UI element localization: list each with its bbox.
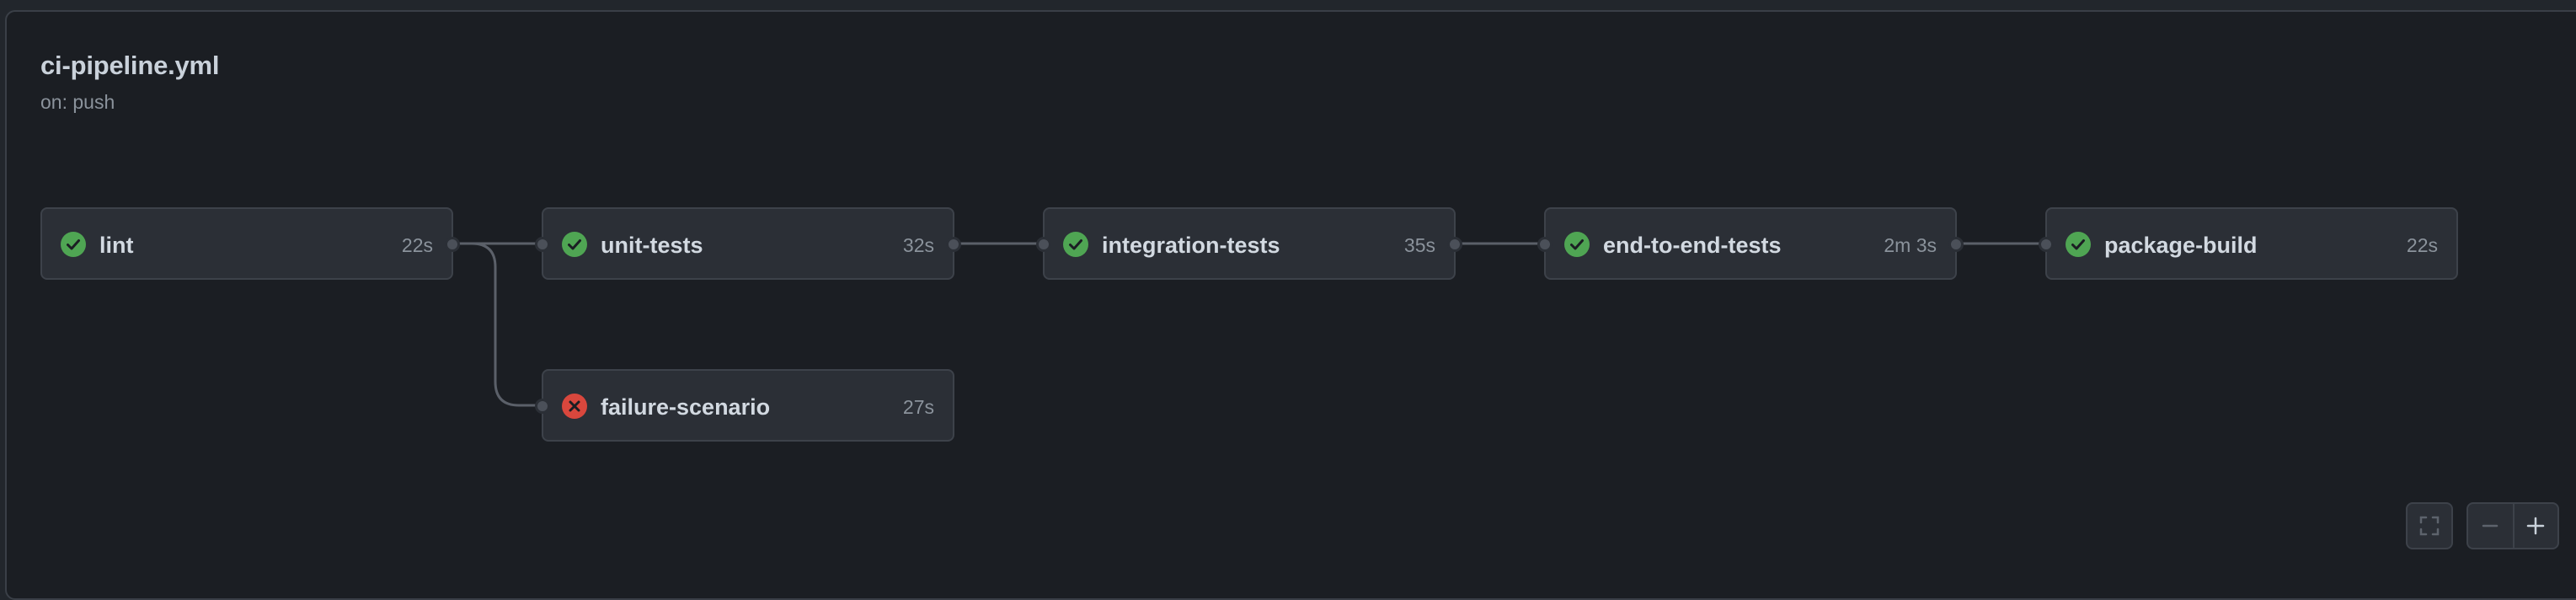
- connector-lint-failure-scenario: [452, 242, 542, 407]
- job-integration-tests[interactable]: integration-tests 35s: [1036, 207, 1462, 280]
- workflow-graph-panel: [5, 10, 2576, 600]
- output-port: [1948, 237, 1964, 252]
- input-port: [1036, 237, 1051, 252]
- zoom-out-button[interactable]: [2468, 504, 2515, 548]
- workflow-trigger: on: push: [40, 91, 115, 113]
- success-icon: [2066, 232, 2091, 257]
- success-icon: [61, 232, 86, 257]
- job-connectors: [452, 242, 2045, 407]
- job-duration: 2m 3s: [1884, 234, 1937, 256]
- job-name: failure-scenario: [601, 394, 771, 420]
- success-icon: [1063, 232, 1088, 257]
- job-duration: 27s: [902, 396, 934, 418]
- job-name: unit-tests: [601, 233, 703, 258]
- input-port: [535, 237, 550, 252]
- failure-icon: [562, 394, 587, 419]
- job-duration: 22s: [401, 234, 433, 256]
- output-port: [946, 237, 961, 252]
- zoom-out-icon: [2482, 524, 2499, 528]
- workflow-title: ci-pipeline.yml: [40, 51, 220, 80]
- job-duration: 35s: [1403, 234, 1435, 256]
- zoom-in-button[interactable]: [2515, 504, 2557, 548]
- job-end-to-end-tests[interactable]: end-to-end-tests 2m 3s: [1537, 207, 1964, 280]
- success-icon: [1564, 232, 1590, 257]
- job-unit-tests[interactable]: unit-tests 32s: [535, 207, 961, 280]
- output-port: [1447, 237, 1462, 252]
- fullscreen-icon: [2419, 516, 2440, 536]
- input-port: [535, 399, 550, 414]
- input-port: [2039, 237, 2054, 252]
- zoom-in-icon: [2526, 517, 2545, 535]
- zoom-controls: [2466, 502, 2559, 549]
- fullscreen-button[interactable]: [2406, 502, 2453, 549]
- job-duration: 32s: [902, 234, 934, 256]
- job-name: package-build: [2104, 233, 2258, 258]
- job-lint[interactable]: lint 22s: [40, 207, 460, 280]
- job-name: end-to-end-tests: [1603, 233, 1782, 258]
- job-name: integration-tests: [1102, 233, 1280, 258]
- success-icon: [562, 232, 587, 257]
- job-duration: 22s: [2406, 234, 2438, 256]
- job-package-build[interactable]: package-build 22s: [2039, 207, 2458, 280]
- job-failure-scenario[interactable]: failure-scenario 27s: [535, 369, 954, 442]
- input-port: [1537, 237, 1553, 252]
- output-port: [445, 237, 460, 252]
- job-name: lint: [99, 233, 134, 258]
